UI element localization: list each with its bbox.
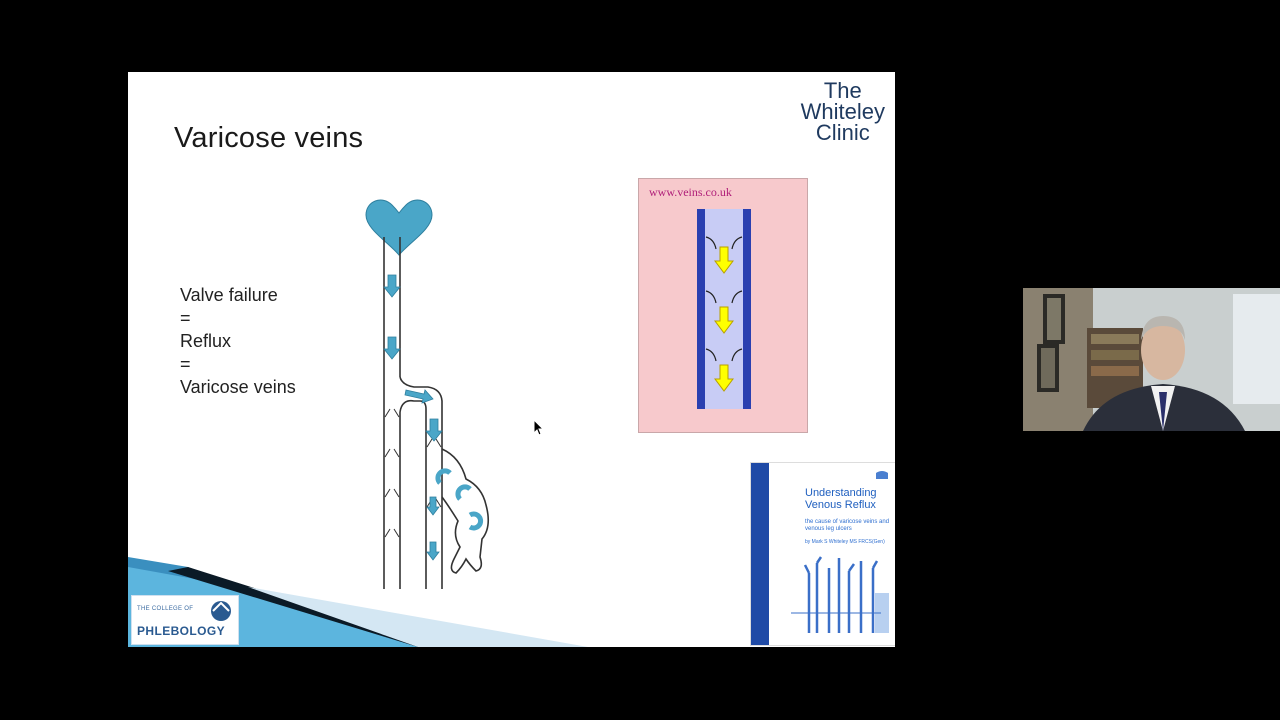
whiteley-clinic-logo: The Whiteley Clinic xyxy=(800,78,885,145)
flow-arrow-icon xyxy=(426,496,440,516)
flow-arrow-icon xyxy=(468,511,484,531)
definition-text: Valve failure = Reflux = Varicose veins xyxy=(180,284,296,399)
heart-icon xyxy=(365,199,433,256)
flow-arrow-icon xyxy=(714,306,734,334)
college-logo-icon xyxy=(211,601,231,621)
slide-title: Varicose veins xyxy=(174,122,364,154)
presenter-video-frame xyxy=(1023,288,1280,431)
logo-line: Clinic xyxy=(815,120,870,145)
website-label: www.veins.co.uk xyxy=(649,185,732,199)
definition-line: = xyxy=(180,354,191,374)
college-of-phlebology-logo: THE COLLEGE OF PHLEBOLOGY xyxy=(131,595,239,645)
logo-line: The xyxy=(823,78,862,103)
valve-reflux-illustration xyxy=(697,209,751,409)
flow-arrow-icon xyxy=(404,389,434,404)
presenter-video xyxy=(1023,288,1280,431)
flow-arrow-icon xyxy=(383,274,401,298)
definition-line: Varicose veins xyxy=(180,377,296,397)
college-logo-top-text: THE COLLEGE OF xyxy=(137,606,194,612)
presentation-slide: Varicose veins The Whiteley Clinic Valve… xyxy=(128,72,895,647)
book-cover-illustration xyxy=(791,471,889,633)
definition-line: = xyxy=(180,308,191,328)
book-author: by Mark S Whiteley MS FRCS(Gen) xyxy=(805,539,885,545)
flow-arrow-icon xyxy=(714,246,734,274)
book-spine xyxy=(751,463,769,645)
book-title: Understanding Venous Reflux xyxy=(805,487,877,511)
flow-arrow-icon xyxy=(455,484,472,501)
college-logo-main-text: PHLEBOLOGY xyxy=(137,624,226,638)
definition-line: Valve failure xyxy=(180,285,278,305)
book-cover: Understanding Venous Reflux the cause of… xyxy=(750,462,895,646)
book-subtitle: the cause of varicose veins and venous l… xyxy=(805,519,890,532)
flow-arrow-icon xyxy=(714,364,734,392)
valve-animation-panel: www.veins.co.uk xyxy=(638,178,808,433)
flow-arrow-icon xyxy=(383,336,401,360)
flow-arrow-icon xyxy=(425,418,443,442)
flow-arrow-icon xyxy=(435,468,452,485)
vein-reflux-diagram xyxy=(365,199,490,589)
flow-arrow-icon xyxy=(426,541,440,561)
cursor-icon xyxy=(533,419,545,436)
logo-line: Whiteley xyxy=(800,99,885,124)
definition-line: Reflux xyxy=(180,331,232,351)
